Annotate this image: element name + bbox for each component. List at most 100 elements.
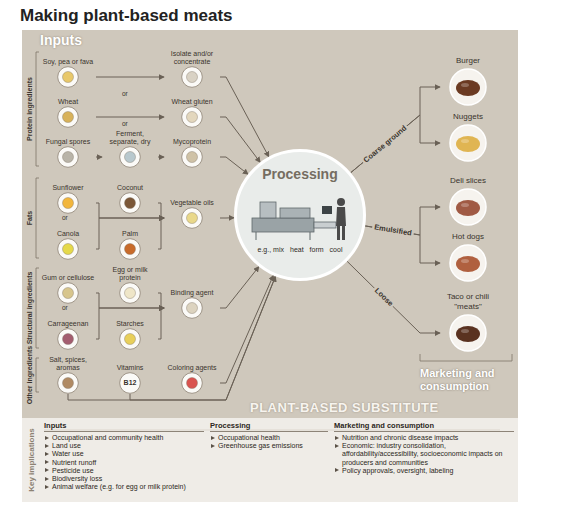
connector (220, 217, 234, 218)
connector (220, 267, 259, 308)
ingredient-node: Palm (102, 222, 158, 260)
ingredient-icon (63, 152, 74, 163)
bullet-marker (45, 444, 49, 448)
item-text: Biodiversity loss (52, 475, 102, 482)
item-text: Nutrient runoff (52, 459, 96, 466)
circle-shape (181, 106, 203, 128)
bullet-marker (335, 444, 339, 448)
item-text: Pesticide use (52, 467, 94, 474)
circle-shape (181, 146, 203, 168)
ingredient-node: Isolate and/or concentrate (164, 50, 220, 88)
node-label: Vegetable oils (164, 199, 220, 207)
ingredient-circle (119, 328, 141, 350)
hopper (260, 202, 276, 218)
circle-shape (119, 146, 141, 168)
edge-label: Loose (371, 285, 396, 310)
ingredient-circle (181, 207, 203, 229)
connector (96, 77, 164, 78)
list-item: Greenhouse gas emissions (210, 442, 328, 450)
node-label: Isolate and/or concentrate (164, 50, 220, 65)
circle-outline (450, 69, 486, 105)
food-highlight (461, 139, 469, 143)
item-text: Water use (52, 450, 84, 457)
bracket (36, 268, 39, 348)
list-item: Economic: industry consolidation, afford… (334, 442, 514, 467)
step-label: cool (330, 246, 343, 253)
connector (220, 275, 273, 383)
node-label: Soy, pea or fava (40, 58, 96, 66)
step-row: e.g., mixheatformcool (234, 246, 366, 253)
product-circle (449, 314, 487, 352)
circle-shape (181, 207, 203, 229)
edge-label: Emulsified (371, 223, 414, 239)
circle-shape (449, 68, 487, 106)
ingredient-node: Sunflower (40, 176, 96, 214)
circle-outline (58, 329, 79, 350)
node-label: Binding agent (164, 289, 220, 297)
node-label: Palm (102, 230, 158, 238)
text-label: or (62, 214, 68, 221)
circle-shape (449, 314, 487, 352)
ingredient-circle (181, 297, 203, 319)
ingredient-icon (63, 112, 74, 123)
ingredient-icon (63, 198, 74, 209)
node-label: Nuggets (440, 112, 496, 122)
text-label: PLANT-BASED SUBSTITUTE (250, 400, 439, 415)
implications-column: InputsOccupational and community healthL… (44, 421, 204, 491)
food-icon (456, 200, 480, 216)
circle-outline (58, 67, 79, 88)
ingredient-icon (63, 72, 74, 83)
connector (220, 77, 269, 157)
circle-outline (58, 239, 79, 260)
connector (220, 117, 260, 162)
ingredient-circle (181, 372, 203, 394)
circle-shape (119, 238, 141, 260)
circle-outline (182, 147, 203, 168)
node-label: Egg or milk protein (102, 266, 158, 281)
ingredient-circle (119, 192, 141, 214)
item-text: Economic: industry consolidation, afford… (342, 442, 502, 465)
connector (347, 261, 440, 333)
ingredient-node: Wheat gluten (164, 90, 220, 128)
text-label: or (122, 90, 128, 97)
connector (130, 276, 276, 400)
circle-shape (119, 192, 141, 214)
ingredient-circle (57, 106, 79, 128)
node-label: Vitamins (102, 364, 158, 372)
node-label: Canola (40, 230, 96, 238)
ingredient-icon (125, 334, 136, 345)
diagram-title: Making plant-based meats (20, 6, 233, 26)
ingredient-icon (125, 244, 136, 255)
step-label: heat (290, 246, 304, 253)
implications-column: ProcessingOccupational healthGreenhouse … (210, 421, 328, 450)
bullet-marker (45, 477, 49, 481)
vertical-label: Key implications (27, 428, 36, 492)
product-node: Taco or chili "meats" (440, 292, 496, 352)
bullet-marker (45, 460, 49, 464)
ingredient-circle (57, 282, 79, 304)
list-item: Nutrition and chronic disease impacts (334, 434, 514, 442)
circle-shape (119, 282, 141, 304)
connector (220, 157, 248, 174)
ingredient-circle (57, 192, 79, 214)
node-label: Fungal spores (40, 138, 96, 146)
ingredient-circle (181, 146, 203, 168)
ingredient-icon (63, 244, 74, 255)
bracket (36, 52, 39, 166)
ingredient-circle (119, 282, 141, 304)
text-label: Marketing and consumption (420, 367, 516, 393)
vertical-label: Other ingredients (26, 346, 33, 404)
circle-shape (57, 238, 79, 260)
bullet-marker (211, 436, 215, 440)
item-text: Nutrition and chronic disease impacts (342, 434, 458, 441)
item-text: Greenhouse gas emissions (218, 442, 303, 449)
step-label: e.g., mix (258, 246, 284, 253)
node-label: Deli slices (440, 176, 496, 186)
circle-outline (58, 373, 79, 394)
product-node: Hot dogs (440, 232, 496, 282)
ingredient-icon (187, 303, 198, 314)
item-text: Policy approvals, oversight, labeling (342, 467, 453, 474)
product-circle (449, 244, 487, 282)
ingredient-icon (187, 72, 198, 83)
